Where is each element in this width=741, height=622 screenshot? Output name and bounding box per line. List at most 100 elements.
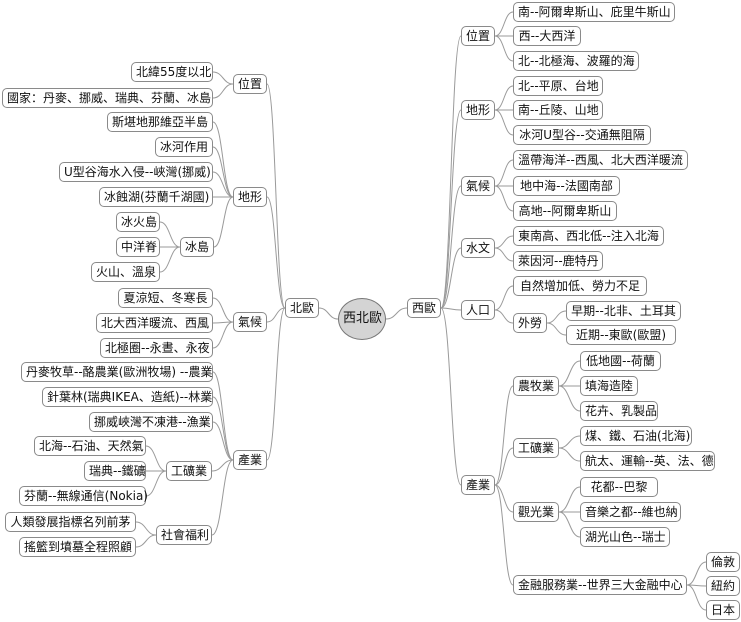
agriculture-item[interactable]: 花卉、乳製品 [580, 401, 658, 421]
north-terrain-item[interactable]: 冰蝕湖(芬蘭千湖國) [99, 187, 213, 207]
finance-item[interactable]: 倫敦 [706, 552, 740, 572]
west-location-item[interactable]: 南--阿爾卑斯山、庇里牛斯山 [513, 2, 675, 22]
west-hydrology-item[interactable]: 東南高、西北低--注入北海 [513, 226, 664, 246]
tourism-item[interactable]: 花都--巴黎 [580, 477, 658, 497]
welfare-item[interactable]: 搖籃到墳墓全程照顧 [19, 537, 136, 557]
connector-line [494, 85, 514, 111]
connector-line [494, 447, 514, 486]
iceland-item[interactable]: 中洋脊 [116, 237, 160, 257]
tourism-item[interactable]: 湖光山色--瑞士 [580, 527, 670, 547]
iceland-node[interactable]: 冰島 [180, 237, 214, 257]
west-climate-item[interactable]: 高地--阿爾卑斯山 [513, 201, 617, 221]
connector-line [494, 109, 514, 136]
finance-item[interactable]: 日本 [706, 600, 740, 620]
north-mining-item[interactable]: 芬蘭--無線通信(Nokia) [19, 486, 148, 506]
connector-line [385, 307, 408, 320]
foreign-labor-item[interactable]: 近期--東歐(歐盟) [566, 325, 676, 345]
north-mining-item[interactable]: 瑞典--鐵礦 [84, 461, 146, 481]
north-climate-item[interactable]: 北極圈--永晝、永夜 [100, 338, 213, 358]
connector-line [558, 447, 581, 462]
finance-item[interactable]: 紐約 [706, 576, 740, 596]
west-mining-item[interactable]: 煤、鐵、石油(北海) [580, 426, 692, 446]
west-mining-item[interactable]: 航太、運輸--英、法、德 [580, 451, 715, 471]
west-hydrology-node[interactable]: 水文 [461, 238, 495, 258]
connector-line [440, 307, 462, 311]
connector-line [145, 445, 167, 472]
iceland-item[interactable]: 火山、溫泉 [91, 262, 160, 282]
west-terrain-item[interactable]: 冰河U型谷--交通無阻隔 [513, 125, 651, 145]
north-location-item[interactable]: 國家：丹麥、挪威、瑞典、芬蘭、冰島 [2, 88, 213, 108]
foreign-labor-node[interactable]: 外勞 [513, 313, 547, 333]
tourism-item[interactable]: 音樂之都--維也納 [580, 502, 681, 522]
west-climate-item[interactable]: 溫帶海洋--西風、北大西洋暖流 [513, 150, 688, 170]
west-climate-node[interactable]: 氣候 [461, 176, 495, 196]
north-industry-node[interactable]: 產業 [233, 450, 267, 470]
north-terrain-item[interactable]: U型谷海水入侵--峽灣(挪威) [59, 162, 213, 182]
agriculture-item[interactable]: 低地國--荷蘭 [580, 351, 661, 371]
north-industry-item[interactable]: 針葉林(瑞典IKEA、造紙)--林業 [42, 387, 213, 407]
north-climate-item[interactable]: 夏涼短、冬寒長 [118, 288, 213, 308]
connector-line [440, 109, 462, 309]
north-location-node[interactable]: 位置 [233, 74, 267, 94]
west-location-item[interactable]: 西--大西洋 [513, 26, 581, 46]
connector-line [494, 11, 514, 37]
connector-line [494, 484, 514, 586]
connector-line [212, 396, 234, 461]
west-population-node[interactable]: 人口 [461, 300, 495, 320]
north-industry-item[interactable]: 挪威峽灣不凍港--漁業 [89, 412, 213, 432]
connector-line [494, 247, 514, 262]
connector-line [494, 484, 514, 513]
tourism-node[interactable]: 觀光業 [513, 502, 559, 522]
welfare-node[interactable]: 社會福利 [156, 525, 212, 545]
agriculture-item[interactable]: 填海造陸 [580, 376, 638, 396]
north-terrain-node[interactable]: 地形 [233, 187, 267, 207]
iceland-item[interactable]: 冰火島 [116, 212, 160, 232]
west-terrain-item[interactable]: 南--丘陵、山地 [513, 100, 603, 120]
foreign-labor-item[interactable]: 早期--北非、土耳其 [566, 301, 681, 321]
connector-line [266, 307, 286, 323]
north-terrain-item[interactable]: 冰河作用 [155, 137, 213, 157]
north-location-item[interactable]: 北緯55度以北 [131, 62, 213, 82]
connector-line [266, 83, 286, 309]
connector-line [135, 534, 157, 548]
west-location-node[interactable]: 位置 [461, 26, 495, 46]
north-terrain-item[interactable]: 斯堪地那維亞半島 [107, 112, 213, 132]
west-population-item[interactable]: 自然增加低、勞力不足 [513, 276, 647, 296]
connector-line [266, 307, 286, 461]
connector-line [318, 307, 339, 320]
west-climate-item[interactable]: 地中海--法國南部 [513, 176, 620, 196]
connector-line [440, 185, 462, 309]
west-terrain-item[interactable]: 北--平原、台地 [513, 76, 603, 96]
connector-line [145, 470, 167, 497]
connector-line [212, 371, 234, 461]
west-mining-node[interactable]: 工礦業 [513, 438, 559, 458]
connector-line [558, 435, 581, 449]
west-location-item[interactable]: 北--北極海、波羅的海 [513, 51, 639, 71]
north-climate-node[interactable]: 氣候 [233, 312, 267, 332]
north-climate-item[interactable]: 北大西洋暖流、西風 [96, 313, 213, 333]
west-terrain-node[interactable]: 地形 [461, 100, 495, 120]
finance-node[interactable]: 金融服務業--世界三大金融中心 [513, 575, 687, 595]
connector-line [212, 71, 234, 85]
connector-line [212, 321, 234, 349]
agriculture-node[interactable]: 農牧業 [513, 376, 559, 396]
welfare-item[interactable]: 人類發展指標名列前茅 [5, 512, 136, 532]
root-node[interactable]: 西北歐 [338, 298, 386, 340]
connector-line [494, 35, 514, 62]
connector-line [135, 521, 157, 536]
north-mining-item[interactable]: 北海--石油、天然氣 [34, 436, 146, 456]
north-mining-node[interactable]: 工礦業 [166, 461, 212, 481]
west-europe-node[interactable]: 西歐 [407, 298, 441, 318]
west-industry-node[interactable]: 產業 [461, 475, 495, 495]
connector-line [159, 221, 181, 248]
connector-line [558, 385, 581, 412]
connector-line [159, 246, 181, 273]
connector-line [558, 486, 581, 513]
connector-line [440, 307, 462, 486]
connector-line [494, 385, 514, 486]
connector-line [494, 185, 514, 212]
north-europe-node[interactable]: 北歐 [285, 298, 319, 318]
north-industry-item[interactable]: 丹麥牧草--酪農業(歐洲牧場) --農業 [21, 362, 213, 382]
west-hydrology-item[interactable]: 萊因河--鹿特丹 [513, 251, 603, 271]
